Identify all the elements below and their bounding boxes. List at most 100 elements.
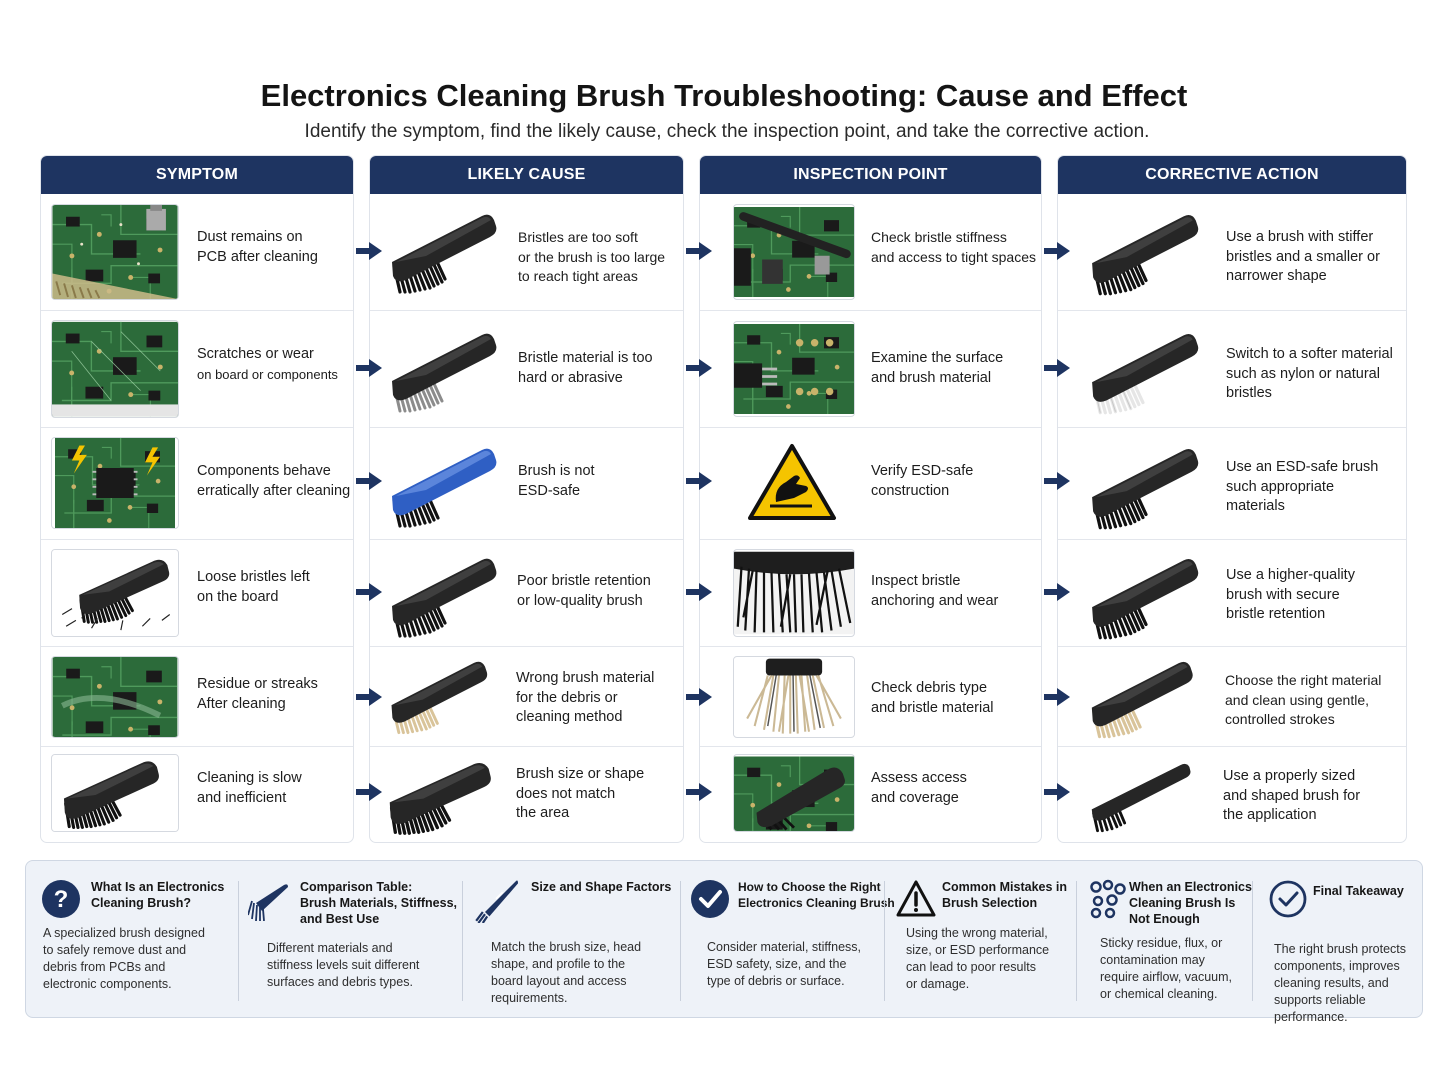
bristle-closeup-image	[733, 549, 855, 637]
pcb-scratch-image	[51, 320, 179, 418]
flow-arrow-icon	[356, 242, 382, 260]
flow-arrow-icon	[686, 783, 712, 801]
flow-arrow-icon	[356, 472, 382, 490]
info-divider	[680, 881, 681, 1001]
info-divider	[462, 881, 463, 1001]
stiff-narrow-brush-image	[1086, 206, 1208, 298]
pcb-residue-image	[51, 656, 179, 738]
symptom-column-header: SYMPTOM	[41, 156, 353, 194]
info-divider	[884, 881, 885, 1001]
flow-arrow-icon	[1044, 583, 1070, 601]
check-circle-icon	[691, 880, 729, 918]
action-column: CORRECTIVE ACTION Use a brush with stiff…	[1057, 155, 1407, 843]
flow-arrow-icon	[356, 688, 382, 706]
pcb-esd-image	[51, 437, 179, 529]
loose-bristles-image	[51, 549, 179, 637]
flow-arrow-icon	[1044, 783, 1070, 801]
page-subtitle: Identify the symptom, find the likely ca…	[304, 121, 1150, 142]
info-body-mistakes: Using the wrong material,size, or ESD pe…	[906, 926, 1050, 991]
round-brush-image	[733, 656, 855, 738]
esd-safe-brush-image	[1086, 440, 1208, 532]
question-icon: ?	[42, 880, 80, 918]
info-title-takeaway: Final Takeaway	[1313, 884, 1404, 898]
page-title: Electronics Cleaning Brush Troubleshooti…	[260, 78, 1188, 113]
wide-brush-image	[386, 751, 498, 837]
blue-brush-image	[386, 440, 506, 530]
natural-bristle-brush-image	[1086, 653, 1202, 741]
info-divider	[1076, 881, 1077, 1001]
flow-arrow-icon	[356, 783, 382, 801]
dark-brush-image	[386, 206, 506, 296]
pcb-dust-image	[51, 204, 179, 300]
flow-arrow-icon	[686, 359, 712, 377]
info-divider	[1252, 881, 1253, 1001]
flow-arrow-icon	[356, 359, 382, 377]
pcb-surface-image	[733, 321, 855, 417]
info-body-how-choose: Consider material, stiffness,ESD safety,…	[707, 940, 861, 988]
slim-brush-icon	[475, 880, 518, 923]
flow-arrow-icon	[686, 472, 712, 490]
action-column-header: CORRECTIVE ACTION	[1058, 156, 1406, 194]
soft-white-brush-image	[1086, 325, 1208, 417]
properly-sized-brush-image	[1084, 749, 1200, 837]
esd-warning-icon	[748, 444, 836, 520]
inspection-column: INSPECTION POINT Check bristle stiffness…	[699, 155, 1042, 843]
check-outline-icon	[1269, 880, 1307, 918]
flow-arrow-icon	[1044, 688, 1070, 706]
cause-column-header: LIKELY CAUSE	[370, 156, 683, 194]
coverage-pcb-image	[733, 754, 855, 832]
warning-icon	[896, 880, 936, 917]
low-quality-brush-image	[386, 550, 506, 640]
flow-arrow-icon	[1044, 242, 1070, 260]
flow-arrow-icon	[686, 242, 712, 260]
info-title-size-shape: Size and Shape Factors	[531, 880, 672, 894]
